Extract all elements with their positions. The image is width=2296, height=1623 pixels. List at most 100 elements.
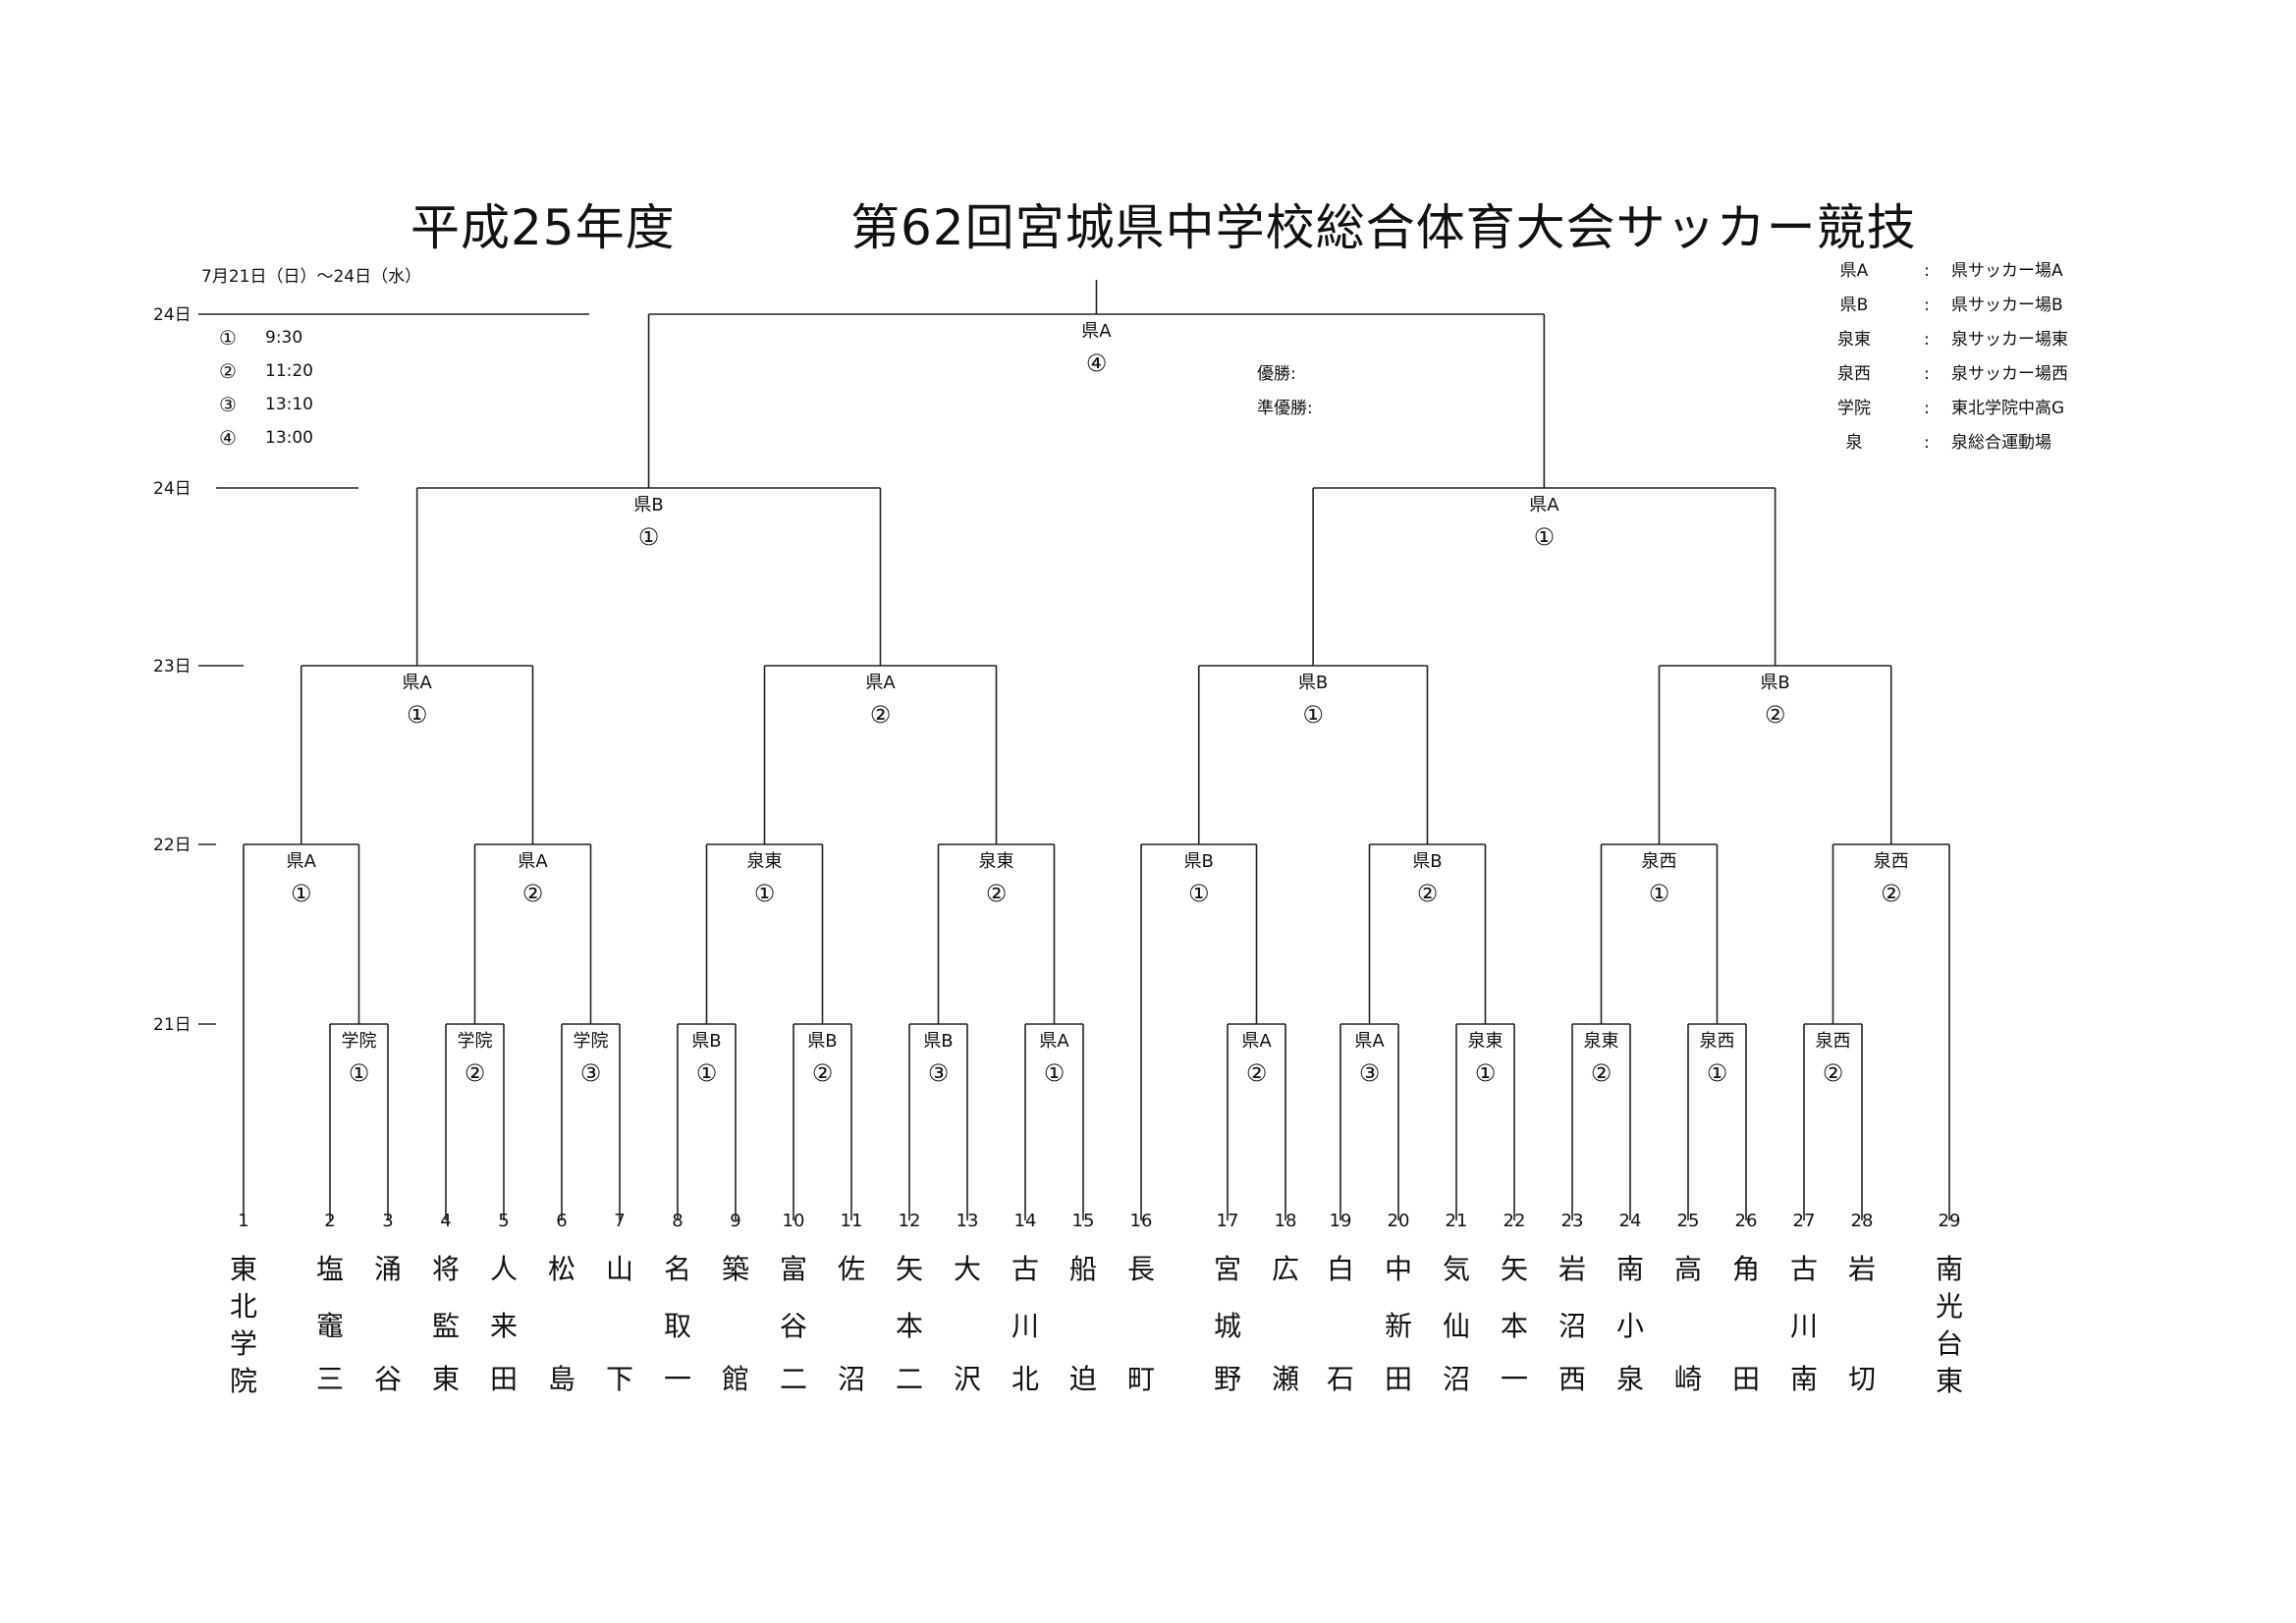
venue-separator: : <box>1924 330 1930 350</box>
team-name-char: 築 <box>722 1253 749 1285</box>
team-name-char: 気 <box>1443 1253 1470 1285</box>
team-name-char: 沼 <box>838 1363 865 1395</box>
kickoff-time: 9:30 <box>265 328 302 348</box>
match-venue-label: 県A <box>865 673 896 693</box>
team-name-char: 町 <box>1127 1363 1155 1395</box>
match-venue-label: 学院 <box>574 1031 609 1052</box>
team-name-char: 東 <box>230 1253 257 1285</box>
match-venue-label: 県A <box>287 851 317 872</box>
team-seed-number: 13 <box>957 1211 979 1231</box>
match-slot-number: ② <box>1881 880 1902 907</box>
venue-code: 泉東 <box>1837 330 1871 350</box>
team-name-char: 田 <box>1385 1363 1412 1395</box>
team-name-char: 東 <box>1936 1365 1963 1397</box>
team-name-char: 一 <box>1501 1363 1528 1395</box>
kickoff-slot-mark: ② <box>219 359 237 383</box>
match-venue-label: 県B <box>923 1031 953 1052</box>
team-seed-number: 20 <box>1388 1211 1410 1231</box>
team-name-char: 館 <box>722 1363 749 1395</box>
team-name-char: 竈 <box>316 1310 344 1342</box>
venue-name: 泉サッカー場西 <box>1951 364 2068 384</box>
match-venue-label: 県A <box>1241 1031 1272 1052</box>
match-slot-number: ② <box>1765 701 1786 729</box>
venue-name: 泉総合運動場 <box>1951 433 2051 453</box>
team-seed-number: 27 <box>1793 1211 1816 1231</box>
match-venue-label: 県B <box>1760 673 1789 693</box>
team-name-char: 本 <box>1501 1310 1528 1342</box>
venue-separator: : <box>1924 399 1930 418</box>
team-seed-number: 5 <box>498 1211 509 1231</box>
team-name-char: 高 <box>1674 1253 1702 1285</box>
team-name-char: 泉 <box>1616 1363 1644 1395</box>
match-venue-label: 泉東 <box>747 851 783 872</box>
team-name-char: 古 <box>1790 1253 1818 1285</box>
team-name-char: 塩 <box>316 1253 344 1285</box>
team-name-char: 白 <box>1327 1253 1354 1285</box>
team-name-char: 宮 <box>1214 1253 1241 1285</box>
match-slot-number: ② <box>1417 880 1439 907</box>
match-venue-label: 県B <box>807 1031 837 1052</box>
team-seed-number: 6 <box>556 1211 567 1231</box>
team-name-char: 来 <box>490 1310 518 1342</box>
team-name-char: 沼 <box>1558 1310 1586 1342</box>
match-slot-number: ① <box>1707 1059 1728 1087</box>
team-name-char: 名 <box>664 1253 691 1285</box>
team-seed-number: 17 <box>1217 1211 1239 1231</box>
round-day-label: 23日 <box>153 657 191 676</box>
team-name-char: 矢 <box>896 1253 923 1285</box>
title-tournament: 第62回宮城県中学校総合体育大会サッカー競技 <box>850 199 1917 256</box>
title-era-year: 平成25年度 <box>410 199 676 256</box>
team-seed-number: 9 <box>730 1211 740 1231</box>
team-seed-number: 2 <box>324 1211 335 1231</box>
team-seed-number: 14 <box>1014 1211 1037 1231</box>
match-venue-label: 県B <box>633 495 663 515</box>
team-name-char: 矢 <box>1501 1253 1528 1285</box>
team-name-char: 二 <box>780 1363 807 1395</box>
venue-code: 泉 <box>1846 433 1863 453</box>
venue-name: 東北学院中高G <box>1951 399 2064 418</box>
team-name-char: 城 <box>1214 1310 1241 1342</box>
team-name-char: 台 <box>1936 1327 1963 1360</box>
match-venue-label: 県A <box>402 673 432 693</box>
match-venue-label: 泉東 <box>1468 1031 1503 1052</box>
team-name-char: 涌 <box>374 1253 402 1285</box>
match-slot-number: ③ <box>928 1059 950 1087</box>
team-seed-number: 3 <box>382 1211 393 1231</box>
team-name-char: 富 <box>780 1253 807 1285</box>
round-day-label: 24日 <box>153 305 191 325</box>
team-name-char: 古 <box>1011 1253 1039 1285</box>
match-slot-number: ① <box>1534 523 1556 551</box>
team-name-char: 川 <box>1790 1310 1818 1342</box>
team-name-char: 光 <box>1936 1290 1963 1323</box>
team-name-char: 東 <box>432 1363 460 1395</box>
match-slot-number: ① <box>1302 701 1324 729</box>
champion-label: 優勝: <box>1257 364 1296 384</box>
team-name-char: 本 <box>896 1310 923 1342</box>
venue-separator: : <box>1924 433 1930 453</box>
team-name-char: 西 <box>1558 1363 1586 1395</box>
match-slot-number: ① <box>638 523 660 551</box>
match-venue-label: 学院 <box>342 1031 377 1052</box>
match-venue-label: 県A <box>518 851 548 872</box>
venue-separator: : <box>1924 261 1930 281</box>
match-venue-label: 泉西 <box>1816 1031 1851 1052</box>
team-seed-number: 29 <box>1939 1211 1961 1231</box>
round-day-label: 24日 <box>153 479 191 499</box>
team-name-char: 院 <box>230 1365 257 1397</box>
team-name-char: 谷 <box>374 1363 402 1395</box>
round-day-label: 22日 <box>153 836 191 855</box>
team-name-char: 岩 <box>1848 1253 1876 1285</box>
team-name-char: 三 <box>316 1363 344 1395</box>
team-seed-number: 11 <box>841 1211 863 1231</box>
kickoff-time: 13:10 <box>265 395 313 414</box>
match-slot-number: ① <box>291 880 312 907</box>
team-name-char: 川 <box>1011 1310 1039 1342</box>
team-seed-number: 10 <box>783 1211 805 1231</box>
team-name-char: 下 <box>606 1363 633 1395</box>
match-slot-number: ① <box>349 1059 370 1087</box>
team-seed-number: 12 <box>899 1211 921 1231</box>
team-name-char: 一 <box>664 1363 691 1395</box>
match-venue-label: 泉東 <box>979 851 1014 872</box>
round-day-label: 21日 <box>153 1015 191 1035</box>
team-name-char: 大 <box>954 1253 981 1285</box>
